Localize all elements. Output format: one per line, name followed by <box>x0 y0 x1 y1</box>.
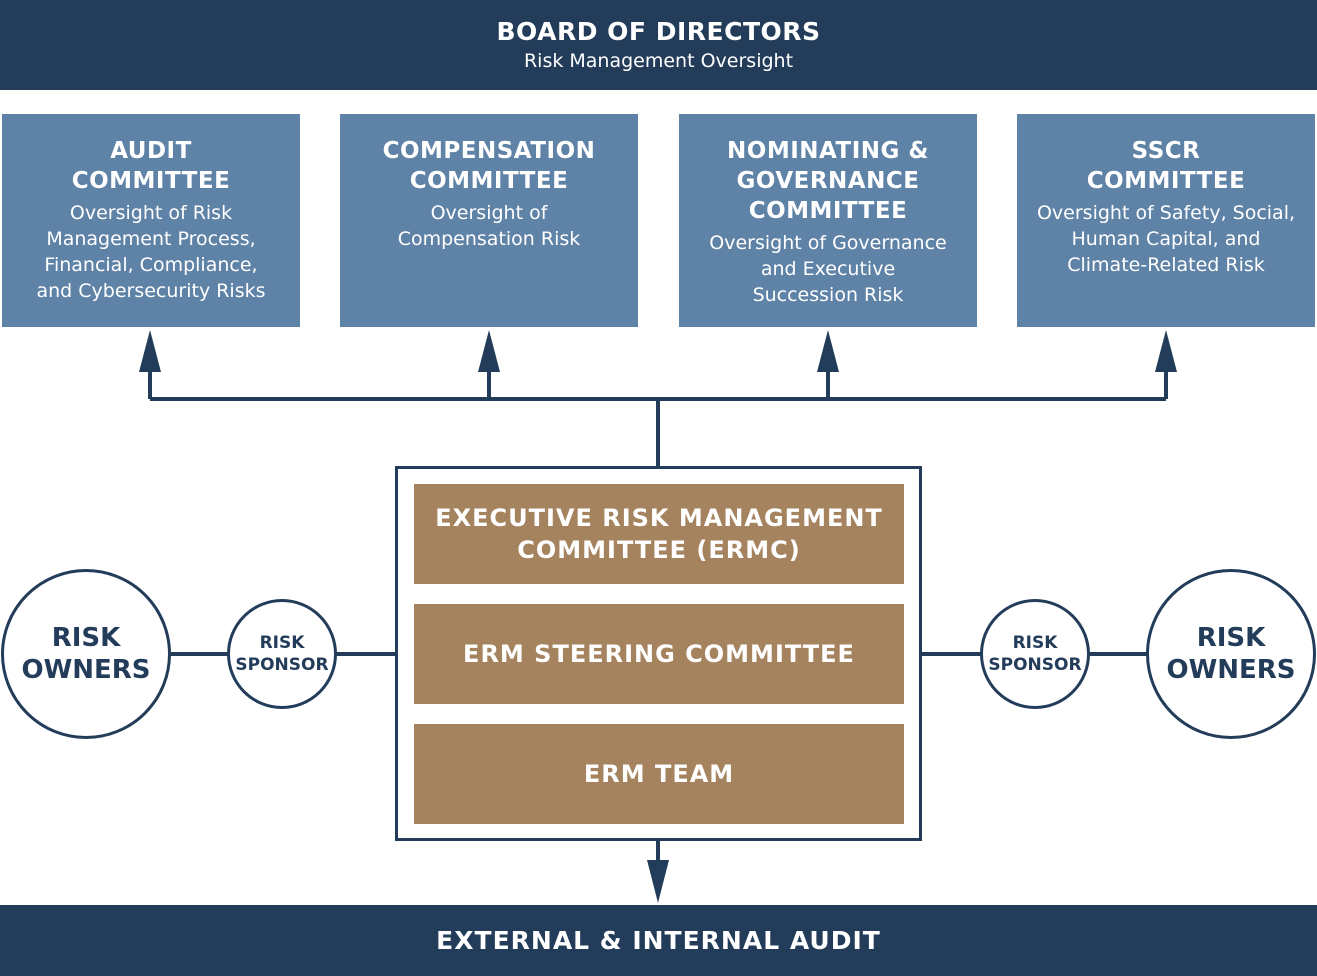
committee-sscr: SSCR COMMITTEE Oversight of Safety, Soci… <box>1017 114 1315 327</box>
committee-audit: AUDIT COMMITTEE Oversight of Risk Manage… <box>2 114 300 327</box>
committee-description: Oversight of Governance and Executive Su… <box>709 232 947 306</box>
board-of-directors-banner: BOARD OF DIRECTORS Risk Management Overs… <box>0 0 1317 90</box>
left-risk-owners-circle: RISK OWNERS <box>1 569 171 739</box>
right-risk-sponsor-circle: RISK SPONSOR <box>980 599 1090 709</box>
external-internal-audit-banner: EXTERNAL & INTERNAL AUDIT <box>0 905 1317 976</box>
committee-name: SSCR COMMITTEE <box>1086 138 1246 194</box>
committee-name: NOMINATING & GOVERNANCE COMMITTEE <box>727 138 929 224</box>
committee-name: COMPENSATION COMMITTEE <box>382 138 596 194</box>
board-title: BOARD OF DIRECTORS <box>496 17 821 46</box>
committee-nominating-governance: NOMINATING & GOVERNANCE COMMITTEE Oversi… <box>679 114 977 327</box>
arrow-up-nominating <box>817 330 839 372</box>
erm-steering-committee-layer: ERM STEERING COMMITTEE <box>414 604 904 704</box>
arrow-up-compensation <box>478 330 500 372</box>
committee-description: Oversight of Compensation Risk <box>397 202 581 250</box>
erm-team-layer: ERM TEAM <box>414 724 904 824</box>
right-risk-owners-circle: RISK OWNERS <box>1146 569 1316 739</box>
committee-description: Oversight of Safety, Social, Human Capit… <box>1036 202 1296 276</box>
ermc-layer: EXECUTIVE RISK MANAGEMENT COMMITTEE (ERM… <box>414 484 904 584</box>
left-risk-sponsor-circle: RISK SPONSOR <box>227 599 337 709</box>
arrow-up-audit <box>139 330 161 372</box>
committee-description: Oversight of Risk Management Process, Fi… <box>36 202 266 302</box>
committee-compensation: COMPENSATION COMMITTEE Oversight of Comp… <box>340 114 638 327</box>
arrow-up-sscr <box>1155 330 1177 372</box>
board-subtitle: Risk Management Oversight <box>523 50 794 72</box>
committee-name: AUDIT COMMITTEE <box>71 138 231 194</box>
arrow-down-audit <box>647 860 669 903</box>
